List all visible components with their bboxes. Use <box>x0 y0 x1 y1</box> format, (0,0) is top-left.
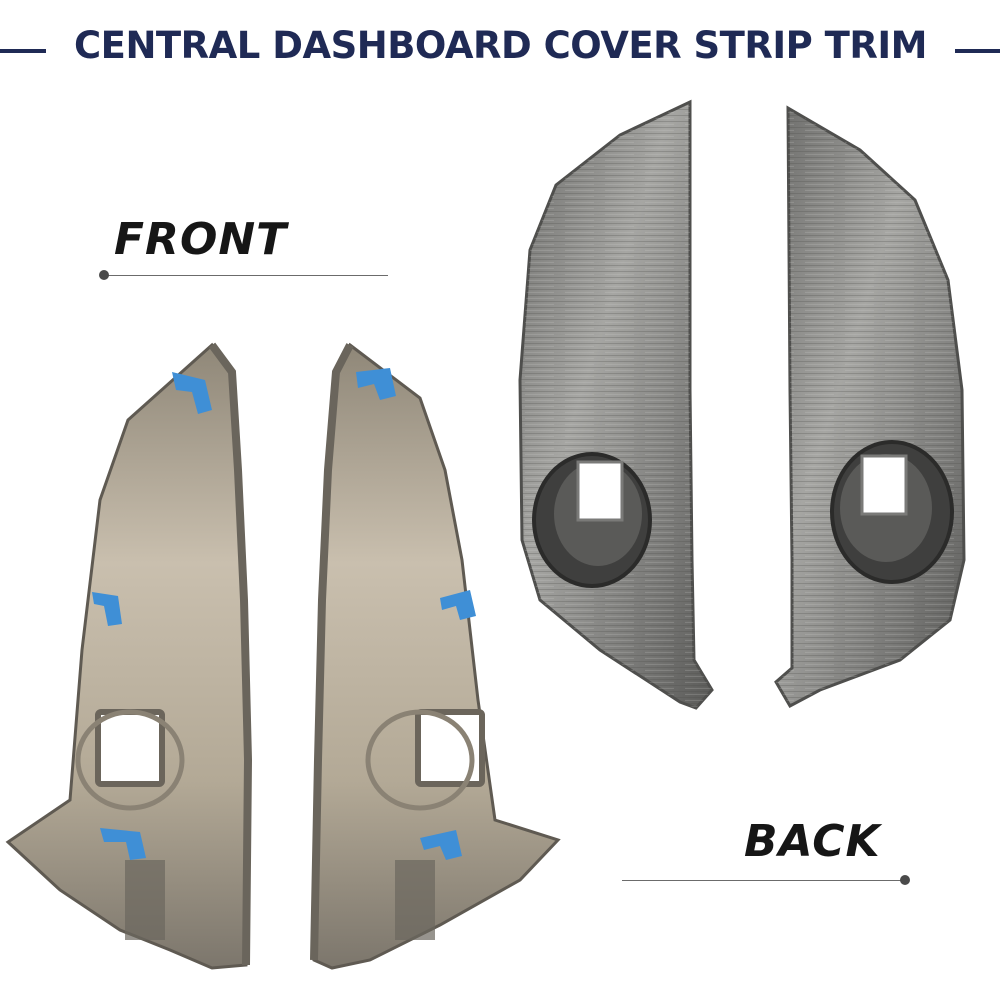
back-right-trim <box>774 105 966 709</box>
front-left-clips <box>92 372 212 860</box>
clip-icon <box>440 590 476 620</box>
front-label: FRONT <box>114 214 288 265</box>
clip-icon <box>172 372 212 414</box>
title-left-line <box>0 49 46 53</box>
title-right-line <box>955 49 1000 53</box>
title-banner: CENTRAL DASHBOARD COVER STRIP TRIM <box>0 18 1000 80</box>
clip-icon <box>100 828 146 860</box>
clip-icon <box>356 368 396 400</box>
front-left-trim <box>5 342 253 970</box>
back-label-rule <box>622 880 905 881</box>
back-label: BACK <box>744 816 881 867</box>
clip-icon <box>92 592 122 626</box>
front-label-dot <box>99 270 109 280</box>
back-label-dot <box>900 875 910 885</box>
page-title: CENTRAL DASHBOARD COVER STRIP TRIM <box>74 24 927 67</box>
front-right-clips <box>356 368 476 860</box>
front-right-trim <box>310 342 561 970</box>
front-label-rule <box>104 275 388 276</box>
back-left-trim <box>518 99 714 710</box>
clip-icon <box>420 830 462 860</box>
